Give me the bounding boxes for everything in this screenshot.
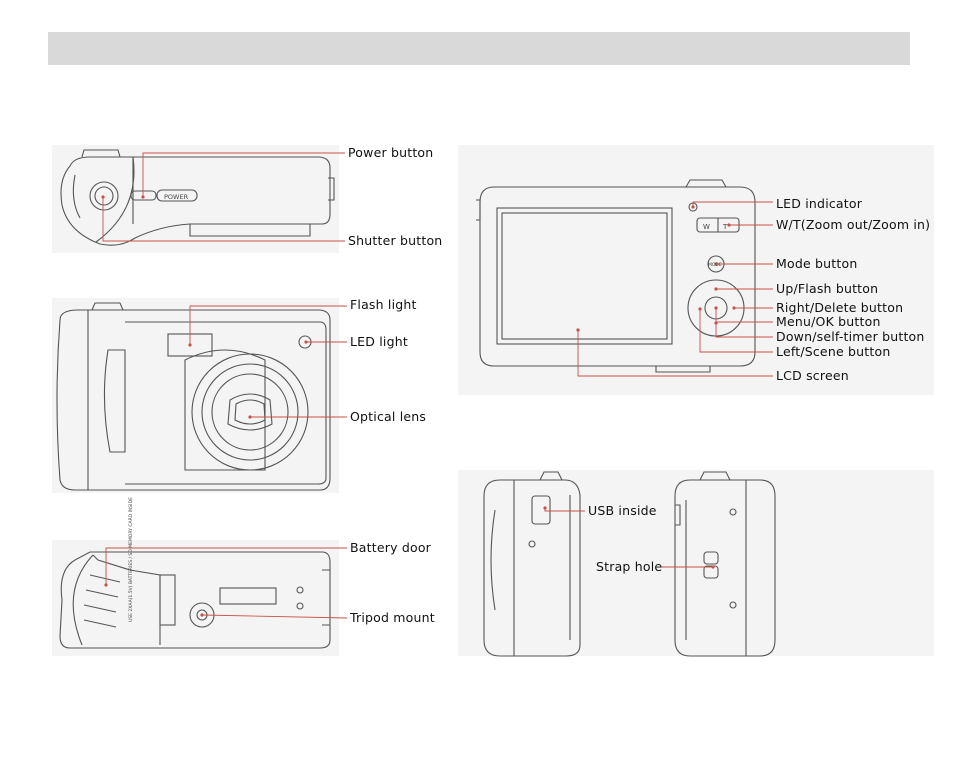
camera-bottom-view (59, 551, 331, 649)
mode-marking: MODE (708, 262, 722, 268)
label-up-flash-button: Up/Flash button (776, 281, 879, 296)
panel-front-view (52, 298, 339, 493)
camera-top-view (60, 149, 335, 246)
camera-back-view (476, 179, 756, 373)
header-bar (48, 32, 910, 65)
camera-left-side-view (483, 471, 581, 657)
label-optical-lens: Optical lens (350, 409, 427, 424)
battery-door-marking: USE 2XAA(1.5V) BATTERIES / SD MEMORY CAR… (128, 497, 134, 622)
label-lcd-screen: LCD screen (776, 368, 849, 383)
callout-lines (102, 152, 773, 619)
label-down-self-timer-button: Down/self-timer button (776, 329, 925, 344)
label-right-delete-button: Right/Delete button (776, 300, 904, 315)
label-flash-light: Flash light (350, 297, 417, 312)
panel-bottom-view (52, 540, 339, 656)
label-shutter-button: Shutter button (348, 233, 443, 248)
panel-side-views (458, 470, 934, 656)
callout-dots (101, 195, 736, 617)
label-wt-zoom: W/T(Zoom out/Zoom in) (776, 217, 931, 232)
label-tripod-mount: Tripod mount (350, 610, 435, 625)
w-marking: W (703, 223, 710, 231)
label-led-indicator: LED indicator (776, 196, 863, 211)
label-led-light: LED light (350, 334, 408, 349)
camera-front-view (56, 302, 331, 491)
label-strap-hole: Strap hole (596, 559, 663, 574)
power-marking: POWER (164, 193, 189, 201)
label-usb-inside: USB inside (588, 503, 657, 518)
t-marking: T (722, 223, 728, 231)
label-battery-door: Battery door (350, 540, 432, 555)
label-power-button: Power button (348, 145, 434, 160)
label-menu-ok-button: Menu/OK button (776, 314, 881, 329)
label-mode-button: Mode button (776, 256, 858, 271)
camera-right-side-view (674, 471, 776, 657)
label-left-scene-button: Left/Scene button (776, 344, 891, 359)
